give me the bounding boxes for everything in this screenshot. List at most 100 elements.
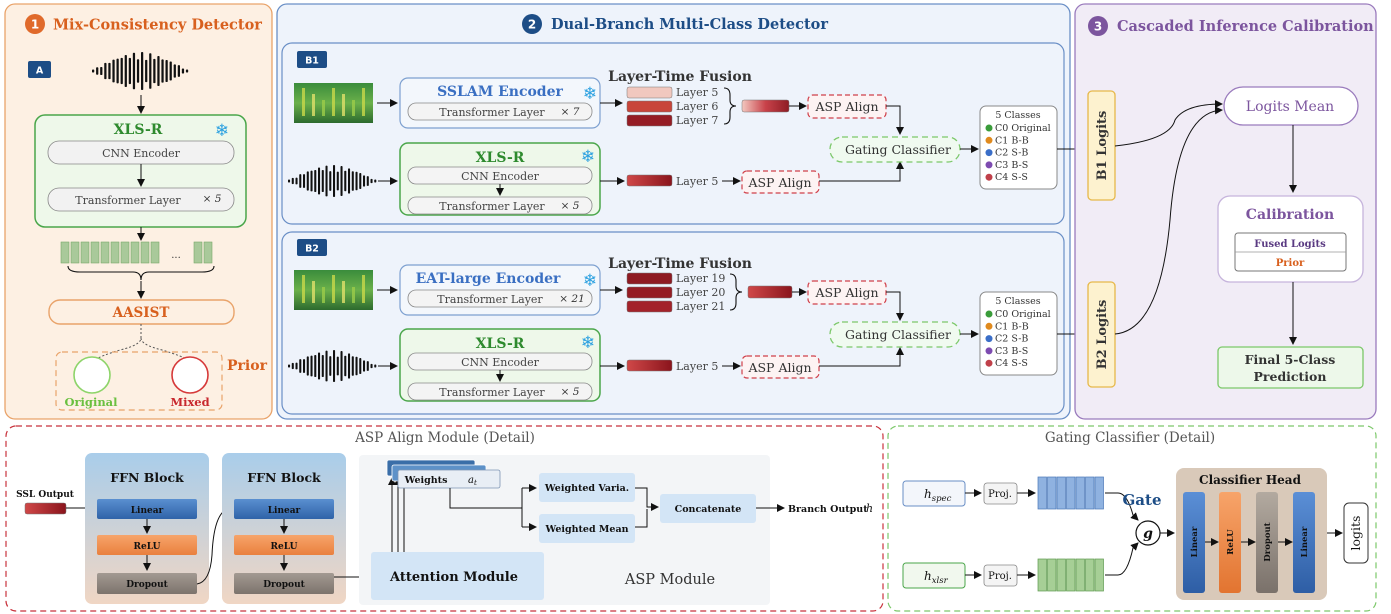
prior-box bbox=[55, 351, 223, 411]
sequence-frame bbox=[1056, 558, 1066, 592]
ffn2-relu-label: ReLU bbox=[271, 542, 298, 552]
b1-logits-label: B1 Logits bbox=[1095, 111, 1110, 181]
waveform-bar bbox=[355, 356, 358, 376]
classes-title-b2: 5 Classes bbox=[995, 296, 1040, 307]
prior-input-label: Prior bbox=[1276, 258, 1305, 269]
tag-b1-label: B1 bbox=[305, 56, 319, 67]
final-prediction-line1: Final 5-Class bbox=[1245, 352, 1336, 367]
waveform-bar bbox=[303, 359, 306, 373]
weighted-mean-label: Weighted Mean bbox=[544, 524, 628, 535]
spectrogram-band bbox=[362, 275, 365, 303]
cnn-encoder-label-b1: CNN Encoder bbox=[461, 170, 540, 183]
waveform-bar bbox=[370, 363, 373, 369]
sslam-transformer-box bbox=[407, 102, 593, 121]
weighted-mean-box bbox=[539, 514, 635, 543]
classifier-head-title: Classifier Head bbox=[1199, 473, 1302, 487]
class-label: C3 B-S bbox=[995, 160, 1028, 171]
sequence-frame bbox=[1037, 476, 1047, 510]
class-label: C0 Original bbox=[995, 309, 1051, 320]
classes-box-b1 bbox=[979, 105, 1058, 190]
asp-align-label: ASP Align bbox=[747, 175, 811, 190]
class-dot bbox=[985, 359, 993, 367]
class-dot bbox=[985, 310, 993, 318]
tag-b2-label: B2 bbox=[305, 244, 319, 255]
proj-label-spec: Proj. bbox=[988, 489, 1012, 500]
spectrogram-band bbox=[322, 287, 325, 303]
waveform-bar bbox=[333, 165, 336, 197]
waveform-bar bbox=[333, 350, 336, 382]
layer-bar-b2-1 bbox=[626, 272, 673, 285]
sequence-frame bbox=[1094, 558, 1104, 592]
layer-bar-b2-3 bbox=[626, 300, 673, 313]
sequence-frame bbox=[1094, 476, 1104, 510]
xlsr-title-b1: XLS-R bbox=[476, 150, 525, 166]
h-xlsr-main: h bbox=[924, 569, 932, 583]
xlsr-projected-sequence bbox=[1037, 558, 1104, 592]
sslam-transformer-label: Transformer Layer bbox=[439, 106, 545, 119]
waveform-bar bbox=[124, 55, 127, 87]
final-prediction-box bbox=[1217, 346, 1364, 389]
spectrogram-band bbox=[352, 287, 355, 303]
fusion-title-b1: Layer-Time Fusion bbox=[608, 69, 752, 85]
ffn1-relu-label: ReLU bbox=[134, 542, 161, 552]
sequence-frame bbox=[1066, 558, 1076, 592]
sslam-encoder-title: SSLAM Encoder bbox=[437, 84, 563, 100]
eat-transformer-label: Transformer Layer bbox=[437, 293, 543, 306]
fusion-title-b2: Layer-Time Fusion bbox=[608, 256, 752, 272]
ffn-block-1-title: FFN Block bbox=[110, 470, 184, 485]
feature-frame bbox=[130, 241, 140, 264]
layer-bar-b1-3 bbox=[626, 114, 673, 127]
head-layer-linear bbox=[1293, 492, 1315, 593]
logits-output-label: logits bbox=[1348, 516, 1363, 551]
waveform-bar bbox=[318, 352, 321, 380]
sequence-frame bbox=[1047, 476, 1057, 510]
sequence-frame bbox=[1047, 558, 1057, 592]
feature-frame bbox=[120, 241, 130, 264]
class-dot bbox=[985, 124, 993, 132]
transformer-label-b2: Transformer Layer bbox=[439, 386, 545, 399]
waveform-bar bbox=[344, 355, 347, 377]
eat-transformer-multiplier: × 21 bbox=[559, 293, 585, 305]
original-circle bbox=[73, 356, 111, 394]
layer-label-b2-3: Layer 21 bbox=[676, 300, 725, 313]
waveform-bar bbox=[141, 52, 144, 90]
waveform-bar bbox=[366, 176, 369, 186]
waveform-bar bbox=[336, 171, 339, 191]
tag-b1 bbox=[297, 51, 327, 68]
waveform-bar bbox=[145, 59, 148, 83]
sequence-frame bbox=[1085, 476, 1095, 510]
h-spec-main: h bbox=[924, 487, 932, 501]
mixed-circle bbox=[171, 356, 209, 394]
waveform-bar bbox=[348, 168, 351, 194]
step-3-number: 3 bbox=[1094, 20, 1102, 34]
layer-label-b1-2: Layer 6 bbox=[676, 100, 718, 113]
spectrogram-band bbox=[302, 275, 305, 303]
class-dot bbox=[985, 322, 993, 330]
class-label: C2 S-B bbox=[995, 334, 1028, 345]
xlsr-layer-bar-b1 bbox=[626, 174, 673, 187]
cnn-encoder-label: CNN Encoder bbox=[102, 147, 181, 160]
asp-module-label: ASP Module bbox=[624, 572, 715, 588]
head-layer-linear bbox=[1183, 492, 1205, 593]
xlsr-layer-label-b1: Layer 5 bbox=[676, 175, 718, 188]
panel-asp-align-detail: ASP Align Module (Detail) SSL Output FFN… bbox=[5, 425, 884, 612]
head-layer-dropout bbox=[1256, 492, 1278, 593]
h-spec-label: hspec bbox=[924, 487, 952, 504]
weights-label: Weights bbox=[404, 475, 448, 486]
waveform-bar bbox=[288, 179, 291, 183]
feature-frame bbox=[150, 241, 160, 264]
class-dot bbox=[985, 335, 993, 343]
spectrogram-bands-b1 bbox=[302, 88, 365, 116]
aasist-label: AASIST bbox=[112, 305, 170, 321]
b2-logits-label: B2 Logits bbox=[1095, 300, 1110, 370]
frozen-snowflake-icon: ❄ bbox=[583, 84, 597, 104]
xlsr-title-b2: XLS-R bbox=[476, 336, 525, 352]
transformer-layer-box bbox=[47, 187, 235, 212]
waveform-bar bbox=[185, 69, 189, 73]
waveform-bar bbox=[355, 171, 358, 191]
panel-cascaded-calibration: 3 Cascaded Inference Calibration B1 Logi… bbox=[1074, 3, 1377, 420]
